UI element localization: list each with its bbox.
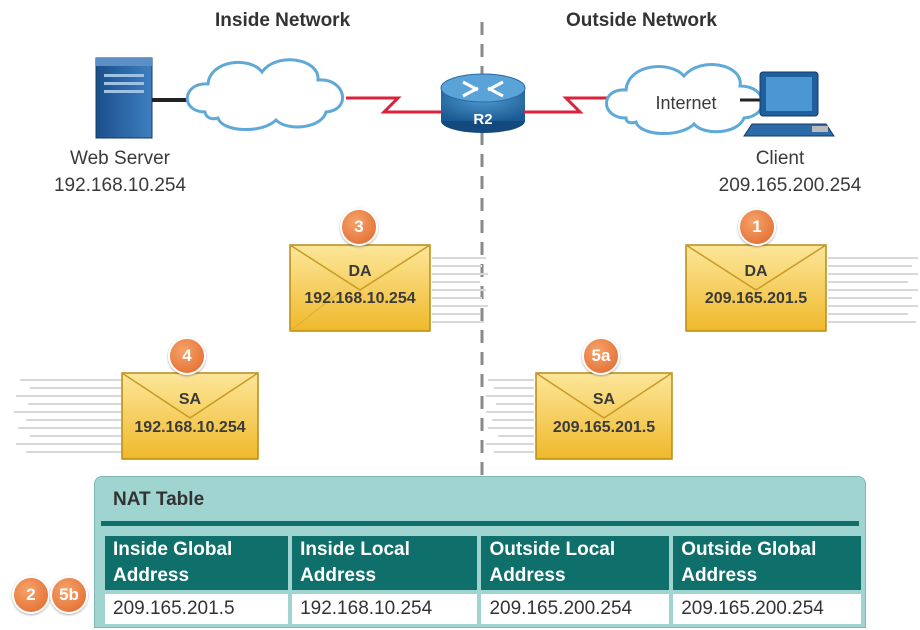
nat-table-header-row: Inside Global Address Inside Local Addre… [105,536,861,590]
nat-table-title: NAT Table [113,489,205,510]
step-badge-3: 3 [340,208,378,246]
step-badge-4: 4 [168,337,206,375]
motion-lines-env1 [828,257,918,323]
env5a-field: SA [593,391,616,408]
envelope-packet-5a: SA 209.165.201.5 [535,372,673,460]
env1-address: 209.165.201.5 [705,290,807,307]
router-label: R2 [473,111,492,128]
col-outside-local: Outside Local Address [481,536,670,590]
col-outside-global: Outside Global Address [673,536,861,590]
internet-label: Internet [655,93,716,113]
nat-table-panel: NAT Table Inside Global Address Inside L… [94,476,866,628]
router-icon [440,73,526,133]
cell-inside-global: 209.165.201.5 [105,594,289,624]
col-inside-global: Inside Global Address [105,536,289,590]
env3-address: 192.168.10.254 [304,290,415,307]
inside-network-heading: Inside Network [215,10,351,31]
outside-network-heading: Outside Network [566,10,717,31]
nat-table: Inside Global Address Inside Local Addre… [101,532,865,628]
envelope-packet-3: DA 192.168.10.254 [289,244,431,332]
env3-field: DA [348,263,372,280]
cell-outside-global: 209.165.200.254 [673,594,861,624]
web-server-ip: 192.168.10.254 [53,175,187,196]
step-badge-5a: 5a [582,337,620,375]
step-badge-2: 2 [12,576,50,614]
client-name: Client [755,148,805,169]
web-server-name: Web Server [70,148,170,169]
env4-field: SA [179,391,202,408]
col-inside-local: Inside Local Address [292,536,478,590]
client-ip: 209.165.200.254 [718,175,862,196]
env5a-address: 209.165.201.5 [553,419,655,436]
step-badge-1: 1 [738,208,776,246]
cloud-internet-icon [605,63,764,136]
env1-field: DA [744,263,768,280]
env4-address: 192.168.10.254 [134,419,245,436]
envelope-packet-1: DA 209.165.201.5 [685,244,827,332]
nat-table-divider [101,521,859,526]
step-badge-5b: 5b [50,576,88,614]
motion-lines-env4 [14,379,122,453]
client-computer-icon [740,71,835,137]
cell-inside-local: 192.168.10.254 [292,594,478,624]
cloud-inside-icon [185,58,344,132]
motion-lines-env5a [486,379,534,453]
web-server-icon [95,57,196,139]
cell-outside-local: 209.165.200.254 [481,594,670,624]
serial-link-left [346,96,444,114]
motion-lines-env3 [432,257,488,323]
envelope-packet-4: SA 192.168.10.254 [121,372,259,460]
serial-link-right [524,96,628,114]
table-row: 209.165.201.5 192.168.10.254 209.165.200… [105,594,861,624]
